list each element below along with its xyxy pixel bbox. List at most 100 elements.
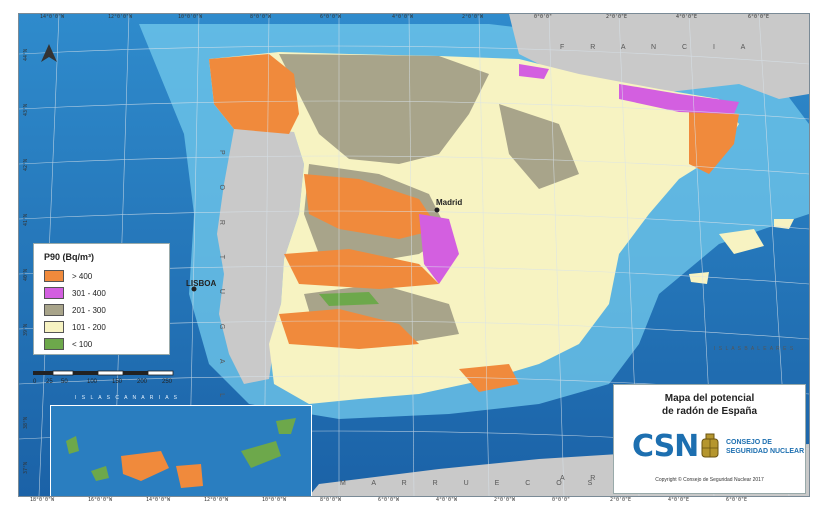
coord-bottom-3: 12°0'0"W — [204, 497, 229, 503]
zone-400-galicia — [209, 54, 299, 134]
legend-swatch — [44, 321, 64, 333]
zone-100-southwest — [319, 292, 379, 306]
legend-swatch — [44, 304, 64, 316]
legend: P90 (Bq/m³) > 400 301 - 400 201 - 300 10… — [33, 243, 170, 355]
zone-201-300-east — [499, 104, 579, 189]
label-marruecos: M A R R U E C O S — [340, 480, 605, 487]
coord-top-10: 6°0'0"E — [748, 14, 770, 20]
label-canarias: I S L A S C A N A R I A S — [75, 395, 180, 401]
coord-bottom-5: 8°0'0"W — [320, 497, 342, 503]
label-baleares: I S L A S B A L E A R E S — [714, 346, 795, 352]
coat-of-arms-icon — [701, 433, 719, 458]
legend-label: 101 - 200 — [72, 322, 106, 332]
zone-201-300-north — [279, 54, 489, 164]
label-portugal: P O R T U G A L — [218, 150, 225, 411]
zone-400-catalonia — [689, 109, 739, 174]
csn-org-line2: SEGURIDAD NUCLEAR — [726, 448, 805, 455]
coord-bottom-8: 2°0'0"W — [494, 497, 516, 503]
coord-bottom-2: 14°0'0"W — [146, 497, 171, 503]
zone-301-400-navarra — [519, 64, 549, 79]
map-title-line1: Mapa del potencial — [664, 393, 755, 404]
coord-top-7: 0°0'0" — [534, 14, 553, 20]
coord-top-8: 2°0'0"E — [606, 14, 628, 20]
legend-swatch — [44, 287, 64, 299]
coord-top-0: 14°0'0"W — [40, 14, 65, 20]
legend-item: 101 - 200 — [44, 321, 106, 333]
legend-swatch — [44, 338, 64, 350]
zone-400-sierramorena — [279, 309, 419, 349]
ibiza-land — [689, 272, 709, 284]
coord-left-5: 39°N — [23, 323, 30, 337]
label-francia: F R A N C I A — [560, 44, 758, 51]
scale-label-3: 100 — [87, 379, 98, 385]
map-title-line2: de radón de España — [661, 406, 758, 417]
north-arrow-icon — [41, 44, 57, 62]
scale-label-2: 50 — [61, 379, 68, 385]
coord-top-5: 4°0'0"W — [392, 14, 414, 20]
coord-left-7: 37°N — [23, 461, 30, 475]
legend-item: 201 - 300 — [44, 304, 106, 316]
coord-bottom-7: 4°0'0"W — [436, 497, 458, 503]
coord-bottom-12: 6°0'0"E — [726, 497, 748, 503]
canary-inset-canvas — [51, 406, 311, 496]
mallorca-land — [719, 229, 764, 254]
coord-left-2: 42°N — [23, 158, 30, 172]
coord-top-9: 4°0'0"E — [676, 14, 698, 20]
lisboa-marker — [191, 286, 197, 292]
legend-label: < 100 — [72, 339, 93, 349]
madrid-marker — [434, 207, 440, 213]
csn-org-line1: CONSEJO DE — [726, 439, 772, 446]
legend-title: P90 (Bq/m³) — [44, 252, 95, 262]
csn-org-name: CONSEJO DE SEGURIDAD NUCLEAR — [726, 438, 804, 456]
legend-item: 301 - 400 — [44, 287, 106, 299]
scale-label-6: 250 — [162, 379, 173, 385]
coord-top-6: 2°0'0"W — [462, 14, 484, 20]
csn-logo: CSN — [632, 429, 699, 464]
coord-left-0: 44°N — [23, 48, 30, 62]
coord-bottom-1: 16°0'0"W — [88, 497, 113, 503]
coord-bottom-6: 6°0'0"W — [378, 497, 400, 503]
coord-bottom-4: 10°0'0"W — [262, 497, 287, 503]
zone-400-centralsystem — [304, 174, 439, 239]
scale-label-1: 25 — [46, 379, 53, 385]
csn-logo-text: CSN — [632, 429, 699, 464]
island-lanzarote — [276, 418, 296, 434]
island-fuerteventura — [241, 441, 281, 468]
island-lapalma — [66, 436, 79, 454]
france-land — [509, 14, 809, 99]
island-tenerife — [121, 451, 169, 481]
scale-bar-graphic — [33, 370, 174, 376]
legend-swatch — [44, 270, 64, 282]
map-title-box: Mapa del potencial de radón de España CS… — [613, 384, 806, 494]
coord-left-3: 41°N — [23, 213, 30, 227]
scale-label-4: 150 — [112, 379, 123, 385]
label-madrid: Madrid — [436, 198, 463, 207]
legend-label: 301 - 400 — [72, 288, 106, 298]
coord-top-1: 12°0'0"W — [108, 14, 133, 20]
island-grancanaria — [176, 464, 203, 488]
canary-islands-inset — [50, 405, 312, 496]
label-argelia: A R G — [560, 475, 639, 482]
scale-label-5: 200 — [137, 379, 148, 385]
coord-top-2: 10°0'0"W — [178, 14, 203, 20]
scale-bar: 0 25 50 100 150 200 250 — [33, 370, 178, 385]
legend-item: < 100 — [44, 338, 92, 350]
legend-item: > 400 — [44, 270, 92, 282]
coord-left-1: 43°N — [23, 103, 30, 117]
portugal-land — [217, 129, 304, 384]
coord-bottom-11: 4°0'0"E — [668, 497, 690, 503]
coord-left-6: 38°N — [23, 416, 30, 430]
coord-bottom-10: 2°0'0"E — [610, 497, 632, 503]
coord-bottom-0: 18°0'0"W — [30, 497, 55, 503]
legend-label: > 400 — [72, 271, 93, 281]
island-gomera — [91, 466, 109, 481]
scale-label-0: 0 — [33, 379, 37, 385]
zone-301-400-pyrenees — [619, 84, 739, 114]
zone-400-west — [284, 249, 439, 289]
coord-left-4: 40°N — [23, 268, 30, 282]
legend-label: 201 - 300 — [72, 305, 106, 315]
coord-bottom-9: 0°0'0" — [552, 497, 571, 503]
map-frame — [18, 13, 810, 497]
coord-top-3: 8°0'0"W — [250, 14, 272, 20]
coord-top-4: 6°0'0"W — [320, 14, 342, 20]
